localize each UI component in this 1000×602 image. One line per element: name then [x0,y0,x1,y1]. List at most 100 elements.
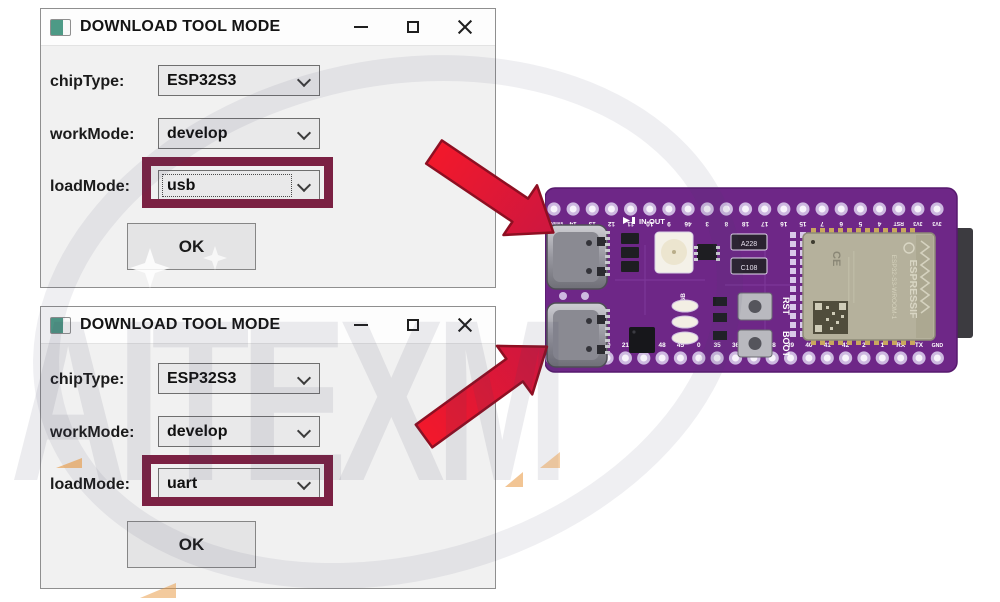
chevron-down-icon [296,370,312,386]
pin-hole [588,205,596,213]
pin-hole [895,205,903,213]
in-out-label: IN-OUT [639,217,665,226]
smd-components [621,233,639,272]
close-button[interactable] [439,9,491,45]
chevron-down-icon [296,475,312,491]
rgb-led [654,231,694,274]
pin-label: 6 [839,220,843,227]
pin-hole [799,205,807,213]
chevron-down-icon [296,177,312,193]
pin-hole [665,205,673,213]
app-icon [50,18,71,36]
minimize-button[interactable] [335,307,387,343]
chevron-down-icon [296,72,312,88]
ok-button[interactable]: OK [127,223,256,270]
rst-label: RST [781,297,791,316]
pin-label: 36 [732,342,740,349]
pin-hole [805,354,813,362]
pin-hole [550,205,558,213]
pin-label: 1 [881,342,885,349]
loadmode-combobox[interactable]: uart [158,468,320,499]
pin-hole [640,354,648,362]
pin-hole [856,205,864,213]
loadmode-label: loadMode: [50,178,130,195]
workmode-value: develop [167,422,228,440]
titlebar[interactable]: DOWNLOAD TOOL MODE [41,307,495,344]
orange-accent-triangle [540,452,560,468]
chiptype-label: chipType: [50,73,125,90]
pin-hole [823,354,831,362]
maximize-icon [407,319,419,331]
download-tool-mode-dialog-usb: DOWNLOAD TOOL MODE chipType: ESP32S3 wor… [40,8,496,288]
pin-label: 13 [588,220,596,227]
workmode-combobox[interactable]: develop [158,416,320,447]
pin-label: 10 [646,220,654,227]
pin-label: 18 [742,220,750,227]
pin-hole [684,205,692,213]
chiptype-value: ESP32S3 [167,369,237,387]
pin-label: 46 [684,220,692,227]
antenna-trace [919,240,931,314]
a228-label: A228 [741,241,757,248]
pin-hole [732,354,739,362]
pin-hole [713,354,721,362]
pin-hole [876,205,884,213]
pin-hole [658,354,666,362]
pin-hole [897,354,905,362]
bottom-pin-row: GNDGND1920214748450353637383940414221RXT… [545,342,944,365]
module-castellated-pads [811,228,915,345]
pin-hole [933,354,941,362]
download-tool-mode-dialog-uart: DOWNLOAD TOOL MODE chipType: ESP32S3 wor… [40,306,496,589]
pin-label: 41 [824,342,832,349]
pin-label: 48 [659,342,667,349]
pin-label: RST [893,220,904,226]
ok-button[interactable]: OK [127,521,256,568]
pin-hole [837,205,845,213]
pin-hole [646,205,654,213]
qfn-ic [629,327,655,353]
boot-button [737,329,773,358]
pin-label: 8 [724,220,728,227]
ce-mark: CE [830,251,842,266]
pin-hole [703,205,711,213]
chiptype-combobox[interactable]: ESP32S3 [158,65,320,96]
pin-label: 7 [820,220,824,227]
pin-hole [722,205,730,213]
loadmode-value: uart [167,474,198,492]
status-leds [671,299,699,345]
app-icon [50,316,71,334]
pin-label: 39 [787,342,795,349]
pin-hole [621,354,629,362]
chevron-down-icon [296,125,312,141]
workmode-combobox[interactable]: develop [158,118,320,149]
close-button[interactable] [439,307,491,343]
chevron-down-icon [296,423,312,439]
pin-label: RX [896,342,906,349]
pin-label: 21 [622,342,630,349]
chiptype-combobox[interactable]: ESP32S3 [158,363,320,394]
workmode-value: develop [167,124,228,142]
maximize-button[interactable] [387,9,439,45]
pin-hole [914,205,922,213]
pin-label: 9 [667,220,671,227]
window-title: DOWNLOAD TOOL MODE [80,316,281,333]
component-a228: A228 [730,233,768,251]
minimize-icon [354,26,368,28]
small-ic [697,244,717,260]
pin-hole [933,205,941,213]
loadmode-combobox[interactable]: usb [158,170,320,201]
pin-label: TX [915,342,924,349]
pin-hole [695,354,703,362]
titlebar[interactable]: DOWNLOAD TOOL MODE [41,9,495,46]
chiptype-label: chipType: [50,371,125,388]
minimize-button[interactable] [335,9,387,45]
pin-label: 15 [799,220,807,227]
maximize-button[interactable] [387,307,439,343]
workmode-label: workMode: [50,126,135,143]
pin-label: 5 [858,220,862,227]
pin-hole [860,354,868,362]
pin-label: 3V3 [932,220,941,226]
pin-label: 3 [705,220,709,227]
